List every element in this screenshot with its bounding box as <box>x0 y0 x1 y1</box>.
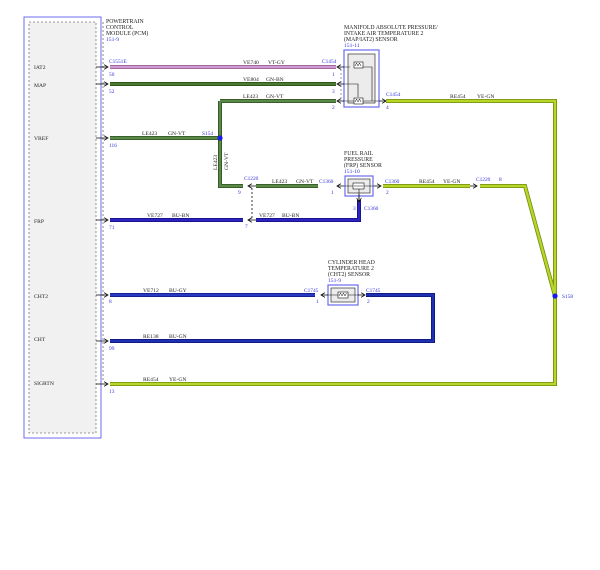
splice-s158[interactable] <box>552 293 558 299</box>
c1220-connector[interactable] <box>248 186 256 220</box>
wire-label-re454-bottom-color: YE-GN <box>169 377 186 383</box>
cht2-sensor[interactable] <box>327 284 359 306</box>
wire-label-re454-top-color: YE-GN <box>477 94 494 100</box>
wire-label-ve712-id: VE712 <box>143 288 159 294</box>
wire-label-le423-frp-id: LE423 <box>272 179 287 185</box>
pin-label-map: MAP <box>34 83 46 89</box>
wire-label-le423-top-color: GN-VT <box>266 94 284 100</box>
wire-ve727[interactable] <box>110 200 361 222</box>
map-sensor-pin-2: 2 <box>332 105 335 111</box>
pcm-ref: 151-9 <box>106 37 119 43</box>
pin-num-iat2: 50 <box>109 72 115 78</box>
map-sensor-pin-1: 1 <box>332 72 335 78</box>
map-sensor-ref: 151-11 <box>344 43 360 49</box>
frp-pin-1: 1 <box>331 190 334 196</box>
map-sensor-title-1: MANIFOLD ABSOLUTE PRESSURE/ <box>344 25 438 31</box>
cht2-connector-left: C1745 <box>304 288 319 294</box>
c1220-pin-7: 7 <box>245 224 248 230</box>
pin-label-cht2: CHT2 <box>34 294 48 300</box>
splice-s154[interactable] <box>217 135 223 141</box>
cht2-pin-1: 1 <box>316 299 319 305</box>
wire-re138[interactable] <box>110 293 435 343</box>
map-sensor-title-2: INTAKE AIR TEMPERATURE 2 <box>344 31 424 37</box>
splice-s154-label: S154 <box>202 131 213 137</box>
map-sensor-pin-4: 4 <box>386 105 389 111</box>
wire-label-ve727-left-color: BU-BN <box>172 213 189 219</box>
wire-label-re454-bottom-id: RE454 <box>143 377 159 383</box>
wire-label-ve712-color: BU-GY <box>169 288 187 294</box>
cht2-sensor-title-2: TEMPERATURE 2 <box>328 266 374 272</box>
wire-label-le423-vert-color: GN-VT <box>224 152 230 170</box>
pcm-title-1: POWERTRAIN <box>106 19 144 25</box>
wire-label-ve727-right-id: VE727 <box>259 213 275 219</box>
wire-label-re138-id: RE138 <box>143 334 159 340</box>
frp-sensor-ref: 151-10 <box>344 169 360 175</box>
pin-label-cht: CHT <box>34 337 46 343</box>
pin-num-cht2: 8 <box>109 299 112 305</box>
pin-num-map: 52 <box>109 89 115 95</box>
pin-label-frp: FRP <box>34 219 44 225</box>
wire-label-ve804-color: GN-BN <box>266 77 284 83</box>
wire-le423[interactable] <box>110 99 336 188</box>
map-sensor-connector-right: C1454 <box>386 92 401 98</box>
pin-num-cht: 99 <box>109 346 115 352</box>
pin-num-vref: 116 <box>109 143 117 149</box>
pin-arrows <box>96 67 108 384</box>
wire-label-re454-frp-color: YE-GN <box>443 179 460 185</box>
wire-label-ve740-color: VT-GY <box>268 60 285 66</box>
map-sensor-pin-arrows <box>337 67 386 101</box>
wire-re454[interactable] <box>110 99 557 386</box>
pcm-connector-label: C1551E <box>109 59 127 65</box>
wire-label-le423-vert-id: LE423 <box>213 155 219 170</box>
pcm-title-2: CONTROL <box>106 25 134 31</box>
frp-connector-right: C1360 <box>385 179 400 185</box>
frp-pin-2: 2 <box>386 190 389 196</box>
frp-sensor-title-3: (FRP) SENSOR <box>344 162 382 169</box>
pcm-title-3: MODULE (PCM) <box>106 30 148 37</box>
c1220-inline-pin: 8 <box>499 177 502 183</box>
frp-sensor-title-1: FUEL RAIL <box>344 151 374 157</box>
map-iat2-sensor[interactable] <box>340 49 380 108</box>
wire-label-le423-vref-id: LE423 <box>142 131 157 137</box>
pin-num-frp: 71 <box>109 225 115 231</box>
c1220-label: C1220 <box>244 176 259 182</box>
pcm-module[interactable] <box>23 16 104 439</box>
wire-label-ve727-left-id: VE727 <box>147 213 163 219</box>
splice-s158-label: S158 <box>562 294 573 300</box>
cht2-sensor-ref: 151-9 <box>328 278 341 284</box>
frp-connector-left: C1360 <box>319 179 334 185</box>
pin-label-iat2: IAT2 <box>34 65 46 71</box>
pin-num-sigrtn: 13 <box>109 389 115 395</box>
frp-connector-bottom: C1360 <box>364 206 379 212</box>
wire-label-re454-frp-id: RE454 <box>419 179 435 185</box>
wire-label-le423-vref-color: GN-VT <box>168 131 186 137</box>
wire-label-ve727-right-color: BU-BN <box>282 213 299 219</box>
cht2-pin-2: 2 <box>367 299 370 305</box>
cht2-connector-right: C1745 <box>366 288 381 294</box>
pin-label-sigrtn: SIGRTN <box>34 381 54 387</box>
cht2-sensor-title-3: (CHT2) SENSOR <box>328 271 370 278</box>
map-sensor-connector-left: C1454 <box>322 59 337 65</box>
cht2-sensor-title-1: CYLINDER HEAD <box>328 260 375 266</box>
c1220-inline-label: C1220 <box>476 177 491 183</box>
wire-label-le423-frp-color: GN-VT <box>296 179 314 185</box>
frp-sensor-pin-arrows <box>337 186 381 202</box>
wire-label-ve804-id: VE804 <box>243 77 259 83</box>
frp-pin-3: 3 <box>353 206 356 212</box>
pin-label-vref: VREF <box>34 136 48 142</box>
wire-label-le423-top-id: LE423 <box>243 94 258 100</box>
frp-sensor-title-2: PRESSURE <box>344 157 373 163</box>
map-sensor-pin-3: 3 <box>332 89 335 95</box>
wire-label-ve740-id: VE740 <box>243 60 259 66</box>
wire-label-re138-color: BU-GN <box>169 334 187 340</box>
c1220-pin-9: 9 <box>238 190 241 196</box>
map-sensor-title-3: (MAP/IAT2) SENSOR <box>344 36 398 43</box>
wire-label-re454-top-id: RE454 <box>450 94 466 100</box>
